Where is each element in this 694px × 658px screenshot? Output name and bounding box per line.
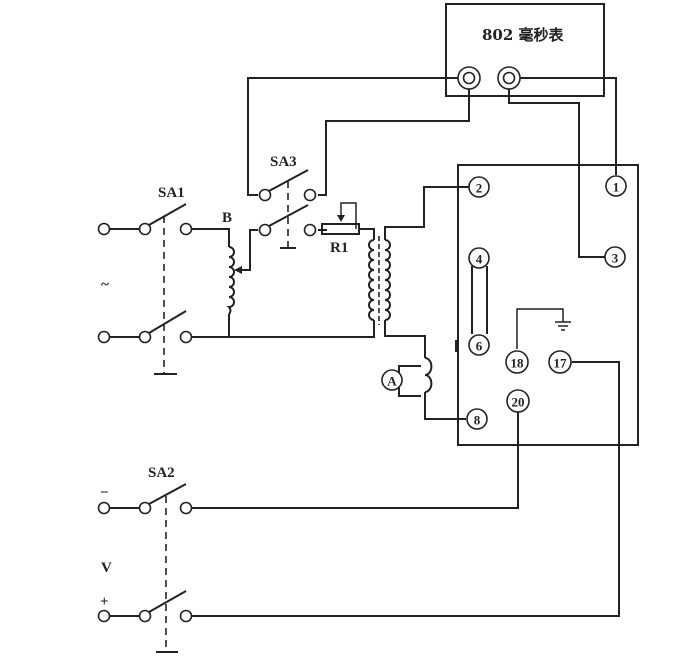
svg-text:1: 1 (613, 180, 620, 195)
svg-text:8: 8 (474, 413, 481, 428)
switch-sa3[interactable]: SA3 (258, 154, 317, 249)
terminal-1[interactable]: 1 (605, 175, 627, 197)
switch-sa1[interactable]: SA1 (97, 185, 193, 375)
terminal-18[interactable]: 18 (505, 350, 529, 374)
millisecond-meter: 802 毫秒表 (445, 3, 605, 97)
ground-icon (555, 321, 571, 331)
meter-box (445, 3, 605, 97)
meter-terminal-right[interactable] (497, 66, 521, 90)
relay-box-mark (455, 340, 458, 352)
dc-plus-symbol: + (100, 594, 109, 610)
terminal-3[interactable]: 3 (604, 246, 626, 268)
svg-text:6: 6 (476, 339, 483, 354)
svg-text:20: 20 (512, 395, 525, 410)
switch-sa2[interactable]: SA2 (97, 465, 193, 653)
terminal-4[interactable]: 4 (468, 247, 490, 269)
svg-text:2: 2 (476, 181, 483, 196)
svg-text:17: 17 (554, 356, 568, 371)
autotransformer-tap-arrow-icon (234, 266, 242, 274)
meter-title: 802 毫秒表 (482, 26, 565, 44)
terminal-20[interactable]: 20 (506, 389, 530, 413)
current-transformer (368, 236, 391, 325)
relay-box (457, 164, 639, 446)
meter-terminal-left[interactable] (457, 66, 481, 90)
ammeter-label: A (387, 374, 397, 389)
svg-text:4: 4 (476, 252, 483, 267)
terminal-6[interactable]: 6 (468, 334, 490, 356)
terminal-17[interactable]: 17 (548, 350, 572, 374)
terminal-8[interactable]: 8 (466, 408, 488, 430)
terminal-2[interactable]: 2 (468, 176, 490, 198)
wires (192, 77, 620, 617)
ammeter: A (381, 357, 433, 397)
svg-text:18: 18 (511, 356, 525, 371)
sa3-label: SA3 (270, 154, 297, 170)
dc-source-symbol: V (101, 560, 112, 576)
ac-source-symbol: ~ (101, 277, 109, 293)
r1-label: R1 (330, 240, 348, 256)
rheostat-arrow-icon (337, 215, 345, 222)
autotransformer-b[interactable]: B (222, 210, 242, 315)
b-label: B (222, 210, 232, 226)
sa2-label: SA2 (148, 465, 175, 481)
rheostat-r1[interactable]: R1 (321, 223, 360, 256)
svg-text:3: 3 (612, 251, 619, 266)
sa1-label: SA1 (158, 185, 185, 201)
dc-minus-symbol: − (100, 485, 109, 501)
